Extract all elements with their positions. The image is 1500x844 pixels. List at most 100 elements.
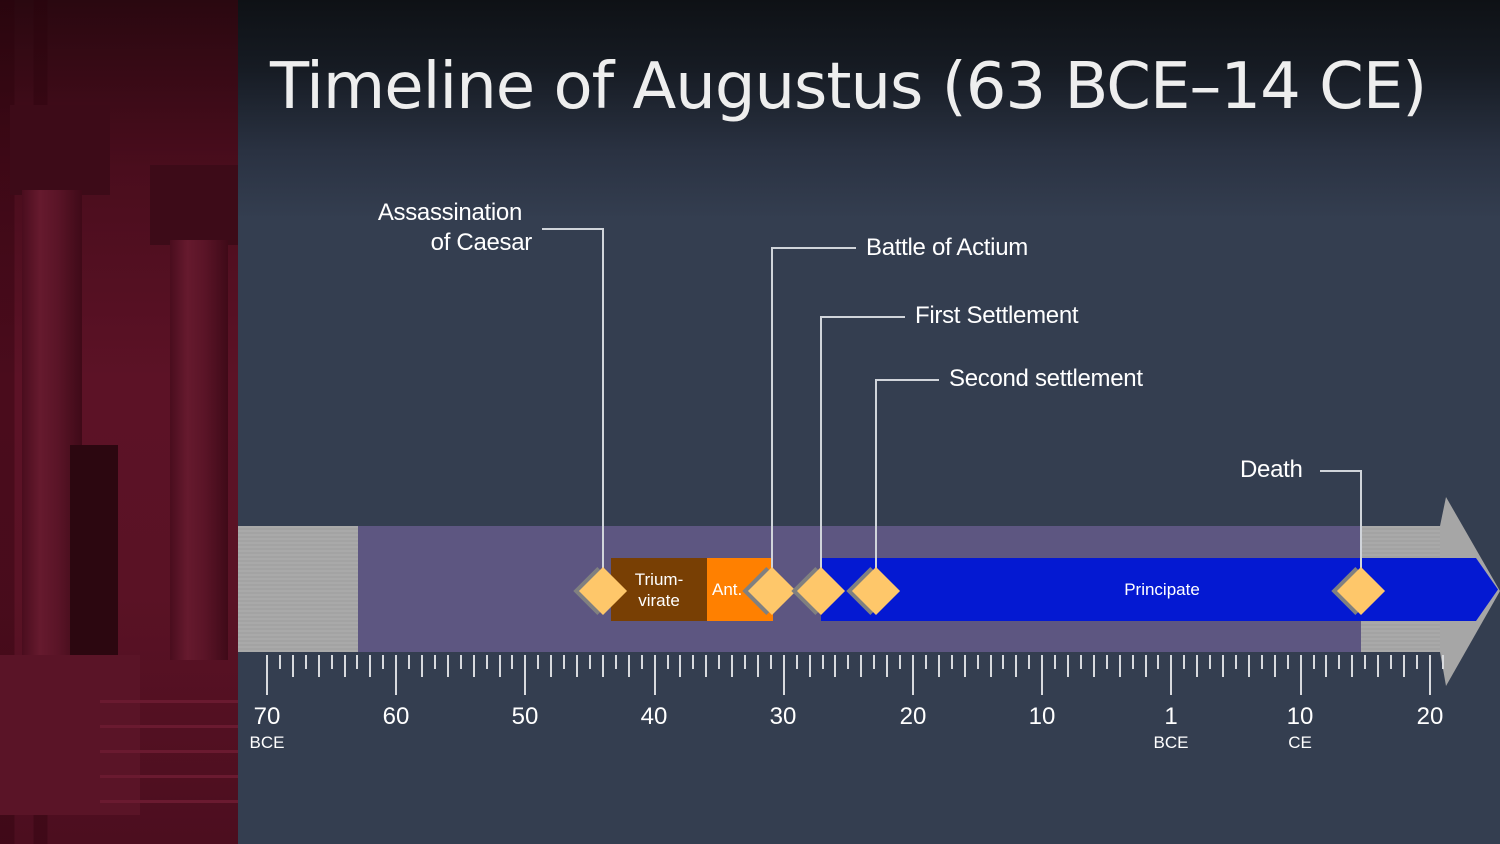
step bbox=[100, 700, 238, 703]
axis-tick bbox=[576, 655, 579, 677]
axis-tick bbox=[1144, 655, 1147, 677]
axis-tick bbox=[912, 655, 914, 695]
axis-tick bbox=[266, 655, 268, 695]
axis-tick bbox=[937, 655, 940, 677]
axis-tick bbox=[899, 655, 902, 669]
axis-tick bbox=[1390, 655, 1393, 669]
axis-tick bbox=[1402, 655, 1405, 677]
axis-tick bbox=[395, 655, 398, 695]
axis-tick bbox=[808, 655, 811, 677]
column-capital bbox=[150, 165, 238, 245]
axis-tick bbox=[1312, 655, 1315, 669]
axis-tick bbox=[1092, 655, 1095, 677]
connector-assassination bbox=[542, 228, 604, 576]
axis-tick bbox=[1054, 655, 1057, 669]
axis-tick bbox=[976, 655, 979, 669]
axis-tick bbox=[614, 655, 617, 669]
axis-tick bbox=[1041, 655, 1044, 695]
axis-tick bbox=[860, 655, 863, 677]
event-label-second-settlement: Second settlement bbox=[949, 365, 1143, 392]
axis-tick bbox=[382, 655, 385, 669]
axis-tick bbox=[1273, 655, 1276, 677]
axis-tick bbox=[782, 655, 785, 695]
axis-tick bbox=[950, 655, 953, 669]
axis-tick bbox=[1260, 655, 1263, 669]
tick-label: 40 bbox=[640, 703, 668, 730]
axis-tick bbox=[705, 655, 708, 677]
axis-tick bbox=[601, 655, 604, 677]
tick-label: 70 bbox=[253, 703, 281, 730]
axis-tick bbox=[356, 655, 359, 669]
axis-tick bbox=[1364, 655, 1367, 669]
axis-tick bbox=[317, 655, 320, 677]
axis-tick bbox=[1196, 655, 1199, 677]
axis-tick bbox=[537, 655, 540, 669]
tick-label: 20 bbox=[1416, 703, 1444, 730]
event-label-assassination: Assassination of Caesar bbox=[340, 198, 532, 258]
axis-tick bbox=[924, 655, 927, 669]
axis-tick bbox=[1118, 655, 1121, 677]
doorway bbox=[70, 445, 118, 655]
tick-label: 1 bbox=[1164, 703, 1178, 730]
axis-tick bbox=[873, 655, 876, 669]
triumvirate-bar: Trium- virate bbox=[611, 558, 707, 621]
step bbox=[100, 800, 238, 803]
axis-tick bbox=[1428, 655, 1431, 695]
axis-tick bbox=[1222, 655, 1225, 677]
event-label-death: Death bbox=[1240, 456, 1303, 483]
axis-tick bbox=[563, 655, 566, 669]
axis-tick bbox=[1183, 655, 1186, 669]
axis-tick bbox=[291, 655, 294, 677]
event-label-assassination-line2: of Caesar bbox=[430, 229, 533, 256]
step bbox=[100, 775, 238, 778]
connector-death bbox=[1320, 470, 1362, 576]
pedestal bbox=[0, 655, 140, 815]
axis-tick bbox=[653, 655, 656, 695]
tick-sublabel: BCE bbox=[1153, 733, 1189, 752]
axis-tick bbox=[421, 655, 424, 677]
step bbox=[100, 750, 238, 753]
axis-tick bbox=[1131, 655, 1134, 669]
triumvirate-label-line2: virate bbox=[638, 590, 680, 610]
event-label-first-settlement: First Settlement bbox=[915, 302, 1079, 329]
axis-tick bbox=[343, 655, 346, 677]
step bbox=[100, 725, 238, 728]
axis-tick bbox=[718, 655, 721, 669]
connector-actium bbox=[771, 247, 856, 576]
axis-tick bbox=[847, 655, 850, 669]
axis-tick bbox=[589, 655, 591, 669]
axis-tick bbox=[369, 655, 372, 677]
axis-tick bbox=[1351, 655, 1354, 677]
axis-tick bbox=[459, 655, 462, 669]
axis-tick bbox=[1338, 655, 1341, 669]
axis-tick bbox=[330, 655, 333, 669]
event-label-assassination-line1: Assassination bbox=[377, 199, 522, 226]
tick-sublabel: CE bbox=[1288, 733, 1312, 752]
axis-tick bbox=[1441, 655, 1444, 669]
tick-sublabel: BCE bbox=[249, 733, 285, 752]
axis-tick bbox=[963, 655, 966, 677]
axis-tick bbox=[821, 655, 824, 669]
triumvirate-label-line1: Trium- bbox=[634, 569, 684, 589]
connector-first-settlement bbox=[820, 316, 905, 576]
principate-label: Principate bbox=[1124, 580, 1200, 599]
tick-label: 10 bbox=[1286, 703, 1314, 730]
axis-tick bbox=[1235, 655, 1237, 669]
connector-second-settlement bbox=[875, 379, 939, 576]
column-capital bbox=[10, 105, 110, 195]
axis-tick bbox=[446, 655, 449, 677]
axis-tick bbox=[989, 655, 992, 677]
axis-tick bbox=[524, 655, 527, 695]
axis-tick bbox=[485, 655, 488, 669]
axis-tick bbox=[1377, 655, 1380, 677]
tick-label: 20 bbox=[899, 703, 927, 730]
principate-arrow-head bbox=[1446, 558, 1498, 621]
axis-tick bbox=[1299, 655, 1302, 695]
axis-tick bbox=[834, 655, 837, 677]
axis-tick bbox=[304, 655, 307, 669]
axis-tick bbox=[511, 655, 514, 669]
axis-tick bbox=[1015, 655, 1018, 677]
axis-tick bbox=[1002, 655, 1005, 669]
axis-tick bbox=[769, 655, 772, 669]
axis-tick bbox=[679, 655, 682, 677]
